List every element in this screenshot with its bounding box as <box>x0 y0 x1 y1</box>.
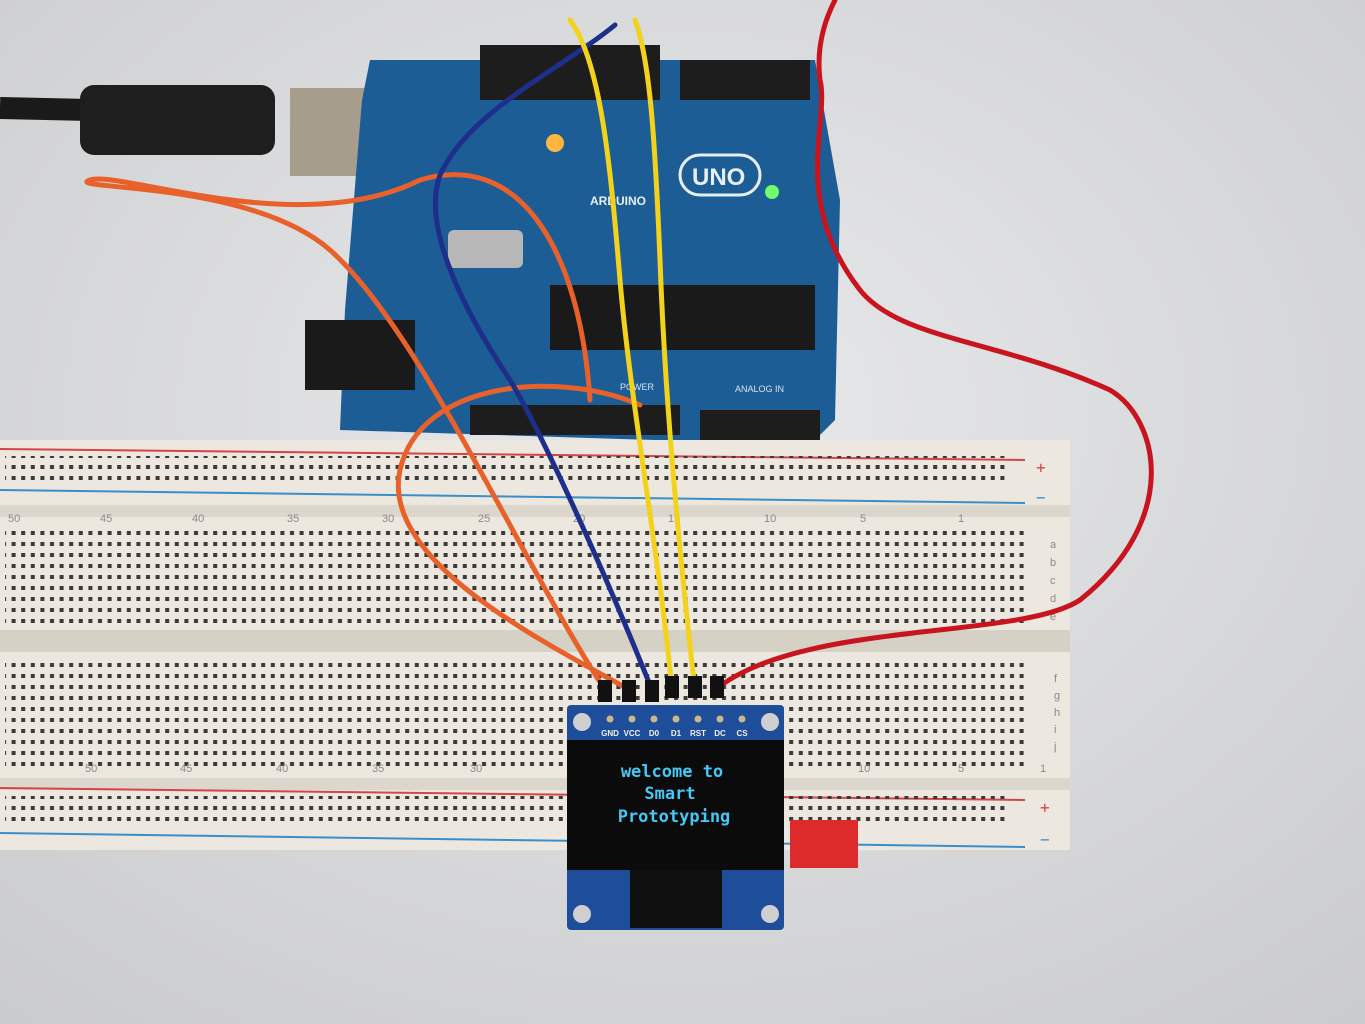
row-letter-top: c <box>1050 575 1056 587</box>
oled-pin <box>716 715 724 723</box>
oled-pin <box>650 715 658 723</box>
rail-plus-bottom: + <box>1040 798 1050 817</box>
wire-connectors <box>598 676 724 702</box>
oled-line-3: Prototyping <box>618 807 731 827</box>
row-letter-bottom: h <box>1054 707 1060 719</box>
arduino-brand-label: ARDUINO <box>590 194 646 208</box>
oled-pin <box>672 715 680 723</box>
column-number-top: 30 <box>382 513 394 525</box>
oled-pin <box>606 715 614 723</box>
oled-pin-label: DC <box>714 729 726 738</box>
column-number-bottom: 5 <box>958 763 964 775</box>
oled-pin <box>628 715 636 723</box>
row-letter-top: a <box>1050 539 1057 551</box>
row-letter-top: b <box>1050 557 1056 569</box>
column-number-top: 40 <box>192 513 204 525</box>
wire-orange-2 <box>395 383 643 693</box>
column-number-bottom: 50 <box>85 763 97 775</box>
oled-pin-label: D0 <box>649 729 660 738</box>
column-number-top: 5 <box>860 513 866 525</box>
column-number-bottom: 45 <box>180 763 192 775</box>
red-component <box>790 820 858 868</box>
rail-minus-top: − <box>1036 488 1046 507</box>
column-number-bottom: 30 <box>470 763 482 775</box>
column-number-top: 45 <box>100 513 112 525</box>
column-number-bottom: 10 <box>858 763 870 775</box>
row-letter-top: d <box>1050 593 1056 605</box>
oled-pin-label: CS <box>736 729 748 738</box>
row-letter-top: e <box>1050 611 1056 623</box>
rail-plus-top: + <box>1036 458 1046 477</box>
oled-pin-label: VCC <box>624 729 641 738</box>
column-number-top: 1 <box>958 513 964 525</box>
wire-yellow-2 <box>632 17 698 693</box>
oled-line-1: welcome to <box>621 762 723 782</box>
oled-pin-label: RST <box>690 729 706 738</box>
row-letter-bottom: g <box>1054 690 1060 702</box>
arduino-model-label: UNO <box>692 164 745 191</box>
oled-module: GND VCC D0 D1 RST DC CS welcome to Smart Proto… <box>567 705 784 930</box>
oled-pin-label: GND <box>601 729 619 738</box>
analog-header-label: ANALOG IN <box>735 384 784 394</box>
column-number-top: 35 <box>287 513 299 525</box>
jumper-wires <box>84 0 1154 693</box>
row-letter-bottom: j <box>1053 741 1056 753</box>
column-number-top: 10 <box>764 513 776 525</box>
wire-yellow-1 <box>567 17 675 693</box>
oled-pin-label: D1 <box>671 729 682 738</box>
column-number-top: 50 <box>8 513 20 525</box>
wire-red <box>712 0 1154 693</box>
wire-orange-1 <box>84 172 608 693</box>
arduino-board: UNO ARDUINO POWER ANALOG IN <box>305 45 840 445</box>
oled-line-2: Smart <box>644 784 695 804</box>
column-number-top: 25 <box>478 513 490 525</box>
column-number-bottom: 1 <box>1040 763 1046 775</box>
oled-pin <box>738 715 746 723</box>
column-number-bottom: 35 <box>372 763 384 775</box>
column-number-bottom: 40 <box>276 763 288 775</box>
row-letter-bottom: i <box>1054 724 1056 736</box>
rail-minus-bottom: − <box>1040 830 1050 849</box>
oled-pin <box>694 715 702 723</box>
row-letter-bottom: f <box>1054 673 1058 685</box>
power-header-label: POWER <box>620 382 655 392</box>
wire-blue <box>433 22 655 693</box>
